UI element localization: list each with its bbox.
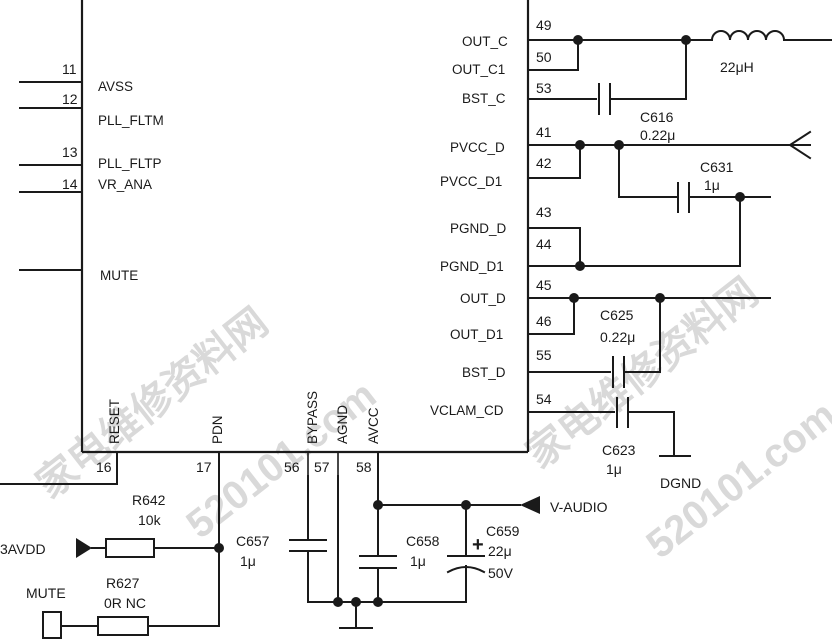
pin-num-55: 55 <box>536 347 552 363</box>
bottom-pin-names: RESET PDN BYPASS AGND AVCC <box>107 391 381 444</box>
c657-value: 1μ <box>240 553 256 569</box>
pin-num-58: 58 <box>356 459 372 475</box>
pin-name-vr-ana: VR_ANA <box>98 177 152 192</box>
pin-num-12: 12 <box>62 91 78 107</box>
c658-value: 1μ <box>410 553 426 569</box>
pin-num-49: 49 <box>536 17 552 33</box>
pin-name-pll-fltm: PLL_FLTM <box>98 113 164 128</box>
r627-body <box>97 616 149 636</box>
pin-name-avcc: AVCC <box>366 407 381 444</box>
mute-connector <box>42 611 62 639</box>
right-pin-numbers: 49 50 53 41 42 43 44 45 46 55 54 <box>536 17 552 407</box>
ic-body <box>80 0 530 454</box>
pin-name-out-c1: OUT_C1 <box>452 62 505 77</box>
v-audio-label: V-AUDIO <box>550 499 608 515</box>
net-pgnd-d <box>527 196 741 271</box>
r642-value: 10k <box>138 512 162 528</box>
watermark-cn-2: 家电维修资料网 <box>518 270 766 477</box>
c658-ref: C658 <box>406 533 440 549</box>
pin-name-vclam-cd: VCLAM_CD <box>430 403 504 418</box>
c631-value: 1μ <box>704 177 720 193</box>
c623-ref: C623 <box>602 442 636 458</box>
r642-ref: R642 <box>132 492 166 508</box>
pin-name-pgnd-d1: PGND_D1 <box>440 259 504 274</box>
net-reset-pdn: 3AVDD R642 10k MUTE R627 0R NC <box>0 451 224 639</box>
c659-polarity: + <box>472 534 484 556</box>
pin-num-56: 56 <box>284 459 300 475</box>
dgnd-label: DGND <box>660 475 701 491</box>
left-pins: 11 12 13 14 AVSS PLL_FLTM PLL_FLTP VR_AN… <box>19 61 164 283</box>
junction-gnd-1 <box>333 597 343 607</box>
pin-name-out-d: OUT_D <box>460 291 506 306</box>
pin-name-bypass: BYPASS <box>305 391 320 444</box>
arrow-right-icon <box>76 538 92 558</box>
junction-out-d <box>569 293 579 303</box>
pin-num-54: 54 <box>536 391 552 407</box>
c659-value: 22μ <box>488 543 512 559</box>
pin-num-46: 46 <box>536 313 552 329</box>
pin-num-42: 42 <box>536 155 552 171</box>
inductor-coil <box>710 30 786 42</box>
arrow-left-filled-icon <box>520 496 540 514</box>
net-pvcc-d: C631 1μ <box>527 130 812 213</box>
r627-value: 0R NC <box>104 595 146 611</box>
net-vclam-cd: C623 1μ DGND <box>527 397 701 491</box>
pin-name-bst-c: BST_C <box>462 91 506 106</box>
net-out-c: 22μH C616 0.22μ <box>527 30 832 143</box>
pin-name-out-c: OUT_C <box>462 34 508 49</box>
c623-value: 1μ <box>606 461 622 477</box>
c616-value: 0.22μ <box>640 127 675 143</box>
junction-out-c <box>573 35 583 45</box>
pin-name-avss: AVSS <box>98 79 133 94</box>
pin-num-11: 11 <box>62 61 77 77</box>
pin-num-50: 50 <box>536 49 552 65</box>
junction-pgnd-d <box>575 261 585 271</box>
c625-ref: C625 <box>600 307 634 323</box>
pin-num-17: 17 <box>196 459 212 475</box>
pin-name-mute: MUTE <box>100 268 138 283</box>
net-bypass-agnd-avcc: C657 1μ V-AUDIO C658 1μ + C659 22μ 50V <box>236 451 608 629</box>
r627-ref: R627 <box>106 575 140 591</box>
right-pin-names: OUT_C OUT_C1 BST_C PVCC_D PVCC_D1 PGND_D… <box>430 34 508 418</box>
c616-ref: C616 <box>640 109 674 125</box>
pin-num-16: 16 <box>96 459 112 475</box>
bottom-pin-numbers: 16 17 56 57 58 <box>96 452 372 476</box>
c657-ref: C657 <box>236 533 270 549</box>
pin-num-57: 57 <box>314 459 330 475</box>
inductor-value: 22μH <box>720 59 754 75</box>
junction-pvcc-d <box>575 140 585 150</box>
pin-name-pdn: PDN <box>210 415 225 444</box>
pin-num-14: 14 <box>62 176 78 192</box>
pin-num-44: 44 <box>536 236 552 252</box>
pin-name-reset: RESET <box>107 399 122 444</box>
arrow-left-icon <box>788 130 812 160</box>
pin-name-pvcc-d1: PVCC_D1 <box>440 174 502 189</box>
pin-num-41: 41 <box>536 124 552 140</box>
pin-num-43: 43 <box>536 204 552 220</box>
r642-body <box>105 538 155 558</box>
pin-name-pll-fltp: PLL_FLTP <box>98 156 162 171</box>
pin-name-bst-d: BST_D <box>462 365 506 380</box>
c659-ref: C659 <box>486 523 520 539</box>
pin-num-45: 45 <box>536 277 552 293</box>
pin-name-out-d1: OUT_D1 <box>450 327 503 342</box>
pin-num-53: 53 <box>536 80 552 96</box>
pin-name-pvcc-d: PVCC_D <box>450 140 505 155</box>
c631-ref: C631 <box>700 159 734 175</box>
c625-value: 0.22μ <box>600 329 635 345</box>
mute-net-label: MUTE <box>26 585 66 601</box>
avdd-label: 3AVDD <box>0 541 46 557</box>
pin-num-13: 13 <box>62 144 78 160</box>
c659-voltage: 50V <box>488 565 514 581</box>
pin-name-pgnd-d: PGND_D <box>450 221 507 236</box>
pin-name-agnd: AGND <box>335 405 350 444</box>
net-out-d: C625 0.22μ <box>527 293 771 388</box>
